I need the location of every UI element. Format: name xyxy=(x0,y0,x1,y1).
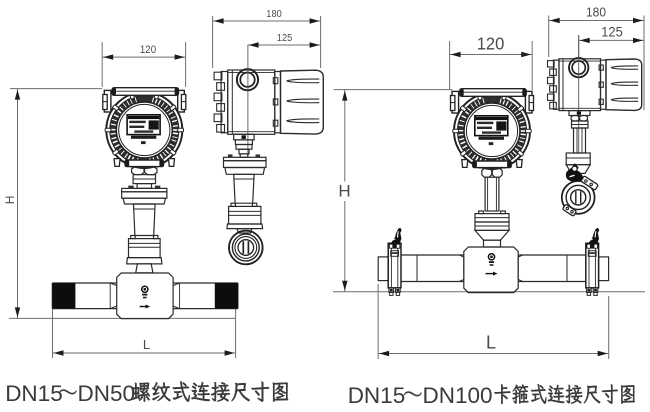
svg-text:DN15: DN15 xyxy=(348,383,406,408)
svg-text:DN50: DN50 xyxy=(78,381,136,406)
svg-text:H: H xyxy=(3,196,17,205)
svg-text:L: L xyxy=(486,333,496,353)
svg-text:180: 180 xyxy=(266,9,282,21)
svg-text:120: 120 xyxy=(477,33,505,54)
svg-text:H: H xyxy=(338,182,350,201)
svg-text:DN100: DN100 xyxy=(423,383,493,408)
svg-text:L: L xyxy=(143,337,150,352)
svg-text:125: 125 xyxy=(601,24,622,40)
svg-text:180: 180 xyxy=(586,5,606,20)
svg-text:120: 120 xyxy=(140,45,156,57)
svg-text:125: 125 xyxy=(277,33,293,45)
svg-text:DN15: DN15 xyxy=(5,381,63,406)
